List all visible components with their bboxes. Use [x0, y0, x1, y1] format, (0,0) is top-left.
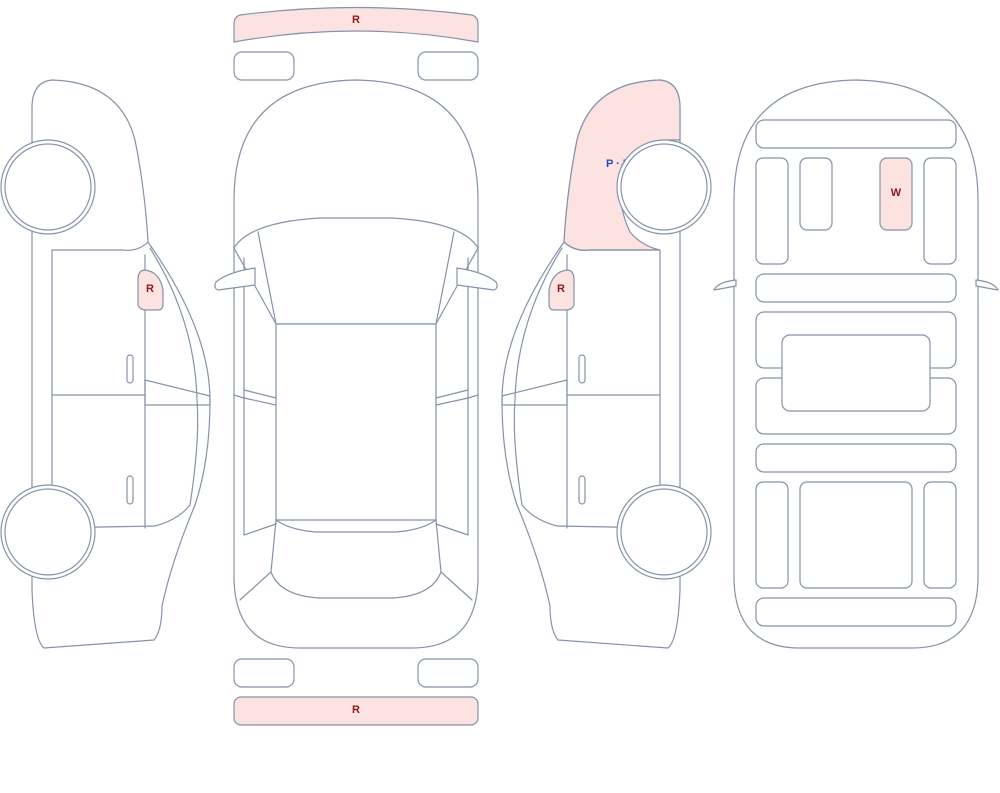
rear-window[interactable] — [270, 519, 442, 599]
top-view: R R — [214, 6, 498, 726]
front-left-headlight[interactable] — [233, 51, 295, 81]
windshield[interactable] — [233, 217, 479, 325]
rear-right-taillight[interactable] — [417, 658, 479, 688]
right-front-door-handle[interactable] — [578, 354, 586, 384]
right-rear-door-handle[interactable] — [578, 475, 586, 505]
top-right-mirror[interactable] — [456, 267, 498, 291]
underbody-spare-well[interactable] — [799, 481, 913, 589]
rear-left-taillight[interactable] — [233, 658, 295, 688]
left-front-door-handle[interactable] — [126, 354, 134, 384]
underbody-rear-panel[interactable] — [755, 597, 957, 627]
right-rear-wheel[interactable] — [616, 484, 712, 580]
underbody-rear-right-rail[interactable] — [923, 481, 957, 589]
left-mirror-shape — [137, 269, 164, 311]
top-left-mirror[interactable] — [214, 267, 256, 291]
underbody-panel[interactable]: W — [879, 157, 913, 231]
left-mirror-marker: R — [146, 283, 154, 295]
underbody-crossmember-front[interactable] — [755, 273, 957, 303]
underbody-crossmember-rear[interactable] — [755, 443, 957, 473]
rear-bumper-marker: R — [352, 704, 360, 716]
roof[interactable] — [275, 323, 437, 521]
underbody-panel-marker: W — [891, 187, 902, 199]
front-right-headlight[interactable] — [417, 51, 479, 81]
underbody-front-panel[interactable] — [755, 119, 957, 149]
front-bumper-marker: R — [352, 14, 360, 26]
right-mirror-marker: R — [557, 283, 565, 295]
underbody-right-rail[interactable] — [923, 157, 957, 265]
right-front-wheel[interactable] — [616, 139, 712, 235]
rear-bumper-shape — [233, 696, 479, 726]
front-bumper[interactable]: R — [233, 6, 479, 43]
right-mirror[interactable]: R — [548, 269, 575, 311]
rear-bumper[interactable]: R — [233, 696, 479, 726]
right-side-view: P · M R — [501, 79, 712, 649]
left-side-view: R — [0, 79, 211, 649]
underbody-center-tunnel[interactable] — [781, 334, 931, 412]
left-front-wheel[interactable] — [0, 139, 96, 235]
underbody-left-rail[interactable] — [755, 157, 789, 265]
underbody-rear-left-rail[interactable] — [755, 481, 789, 589]
left-rear-wheel[interactable] — [0, 484, 96, 580]
underbody-view: W — [713, 79, 999, 649]
underbody-left-inner-panel[interactable] — [799, 157, 833, 231]
front-bumper-shape — [233, 6, 479, 43]
right-mirror-shape — [548, 269, 575, 311]
left-mirror[interactable]: R — [137, 269, 164, 311]
underbody-panel-shape — [879, 157, 913, 231]
left-rear-door-handle[interactable] — [126, 475, 134, 505]
